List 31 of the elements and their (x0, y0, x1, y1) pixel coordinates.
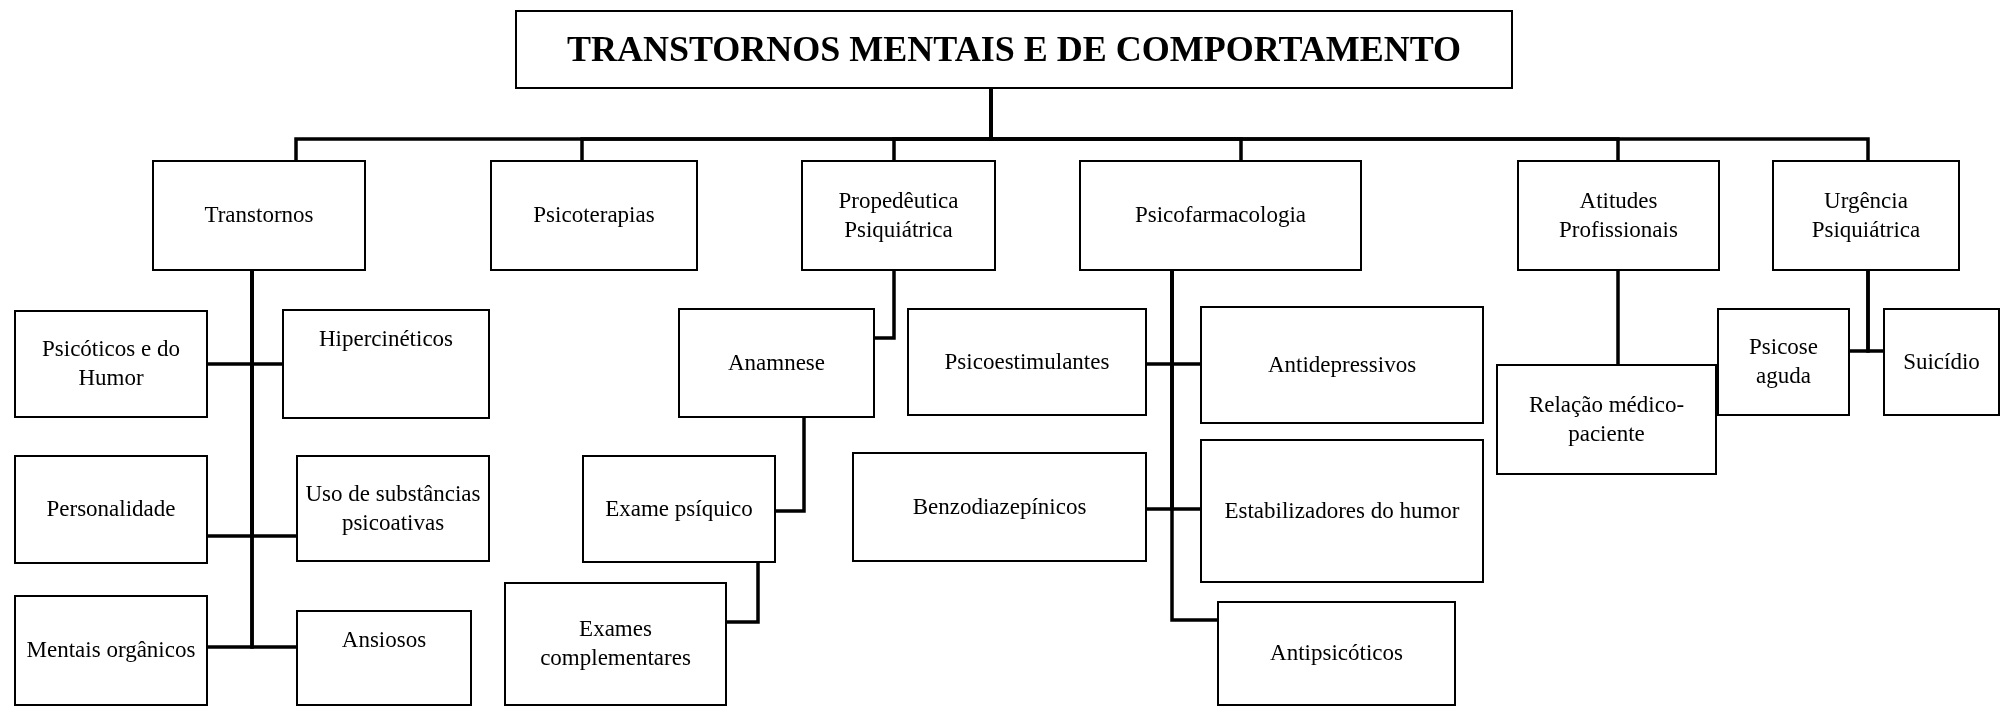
topic-box: Suicídio (1883, 308, 2000, 416)
topic-box: Psicofarmacologia (1079, 160, 1362, 271)
topic-box: Antipsicóticos (1217, 601, 1456, 706)
topic-box: Psicoestimulantes (907, 308, 1147, 416)
topic-box: Relação médico-paciente (1496, 364, 1717, 475)
connector-line (1866, 271, 1883, 353)
topic-box: Anamnese (678, 308, 875, 418)
topic-box: Atitudes Profissionais (1517, 160, 1720, 271)
topic-box: Hipercinéticos (282, 309, 490, 419)
connector-line (776, 418, 806, 513)
connector-line (1616, 271, 1620, 364)
topic-box: Benzodiazepínicos (852, 452, 1147, 562)
topic-box: Transtornos (152, 160, 366, 271)
topic-box: Ansiosos (296, 610, 472, 706)
topic-box: Psicose aguda (1717, 308, 1850, 416)
topic-box: Urgência Psiquiátrica (1772, 160, 1960, 271)
connector-line (875, 271, 896, 340)
topic-box: Personalidade (14, 455, 208, 564)
topic-box: Propedêutica Psiquiátrica (801, 160, 996, 271)
topic-box: Uso de substâncias psicoativas (296, 455, 490, 562)
title-box: TRANSTORNOS MENTAIS E DE COMPORTAMENTO (515, 10, 1513, 89)
topic-box: Antidepressivos (1200, 306, 1484, 424)
topic-box: Psicóticos e do Humor (14, 310, 208, 418)
topic-box: Mentais orgânicos (14, 595, 208, 706)
connector-line (250, 271, 296, 649)
connector-line (727, 563, 760, 624)
topic-box: Exames complementares (504, 582, 727, 706)
topic-box: Psicoterapias (490, 160, 698, 271)
topic-box: Estabilizadores do humor (1200, 439, 1484, 583)
topic-box: Exame psíquico (582, 455, 776, 563)
connector-line (1170, 271, 1217, 622)
